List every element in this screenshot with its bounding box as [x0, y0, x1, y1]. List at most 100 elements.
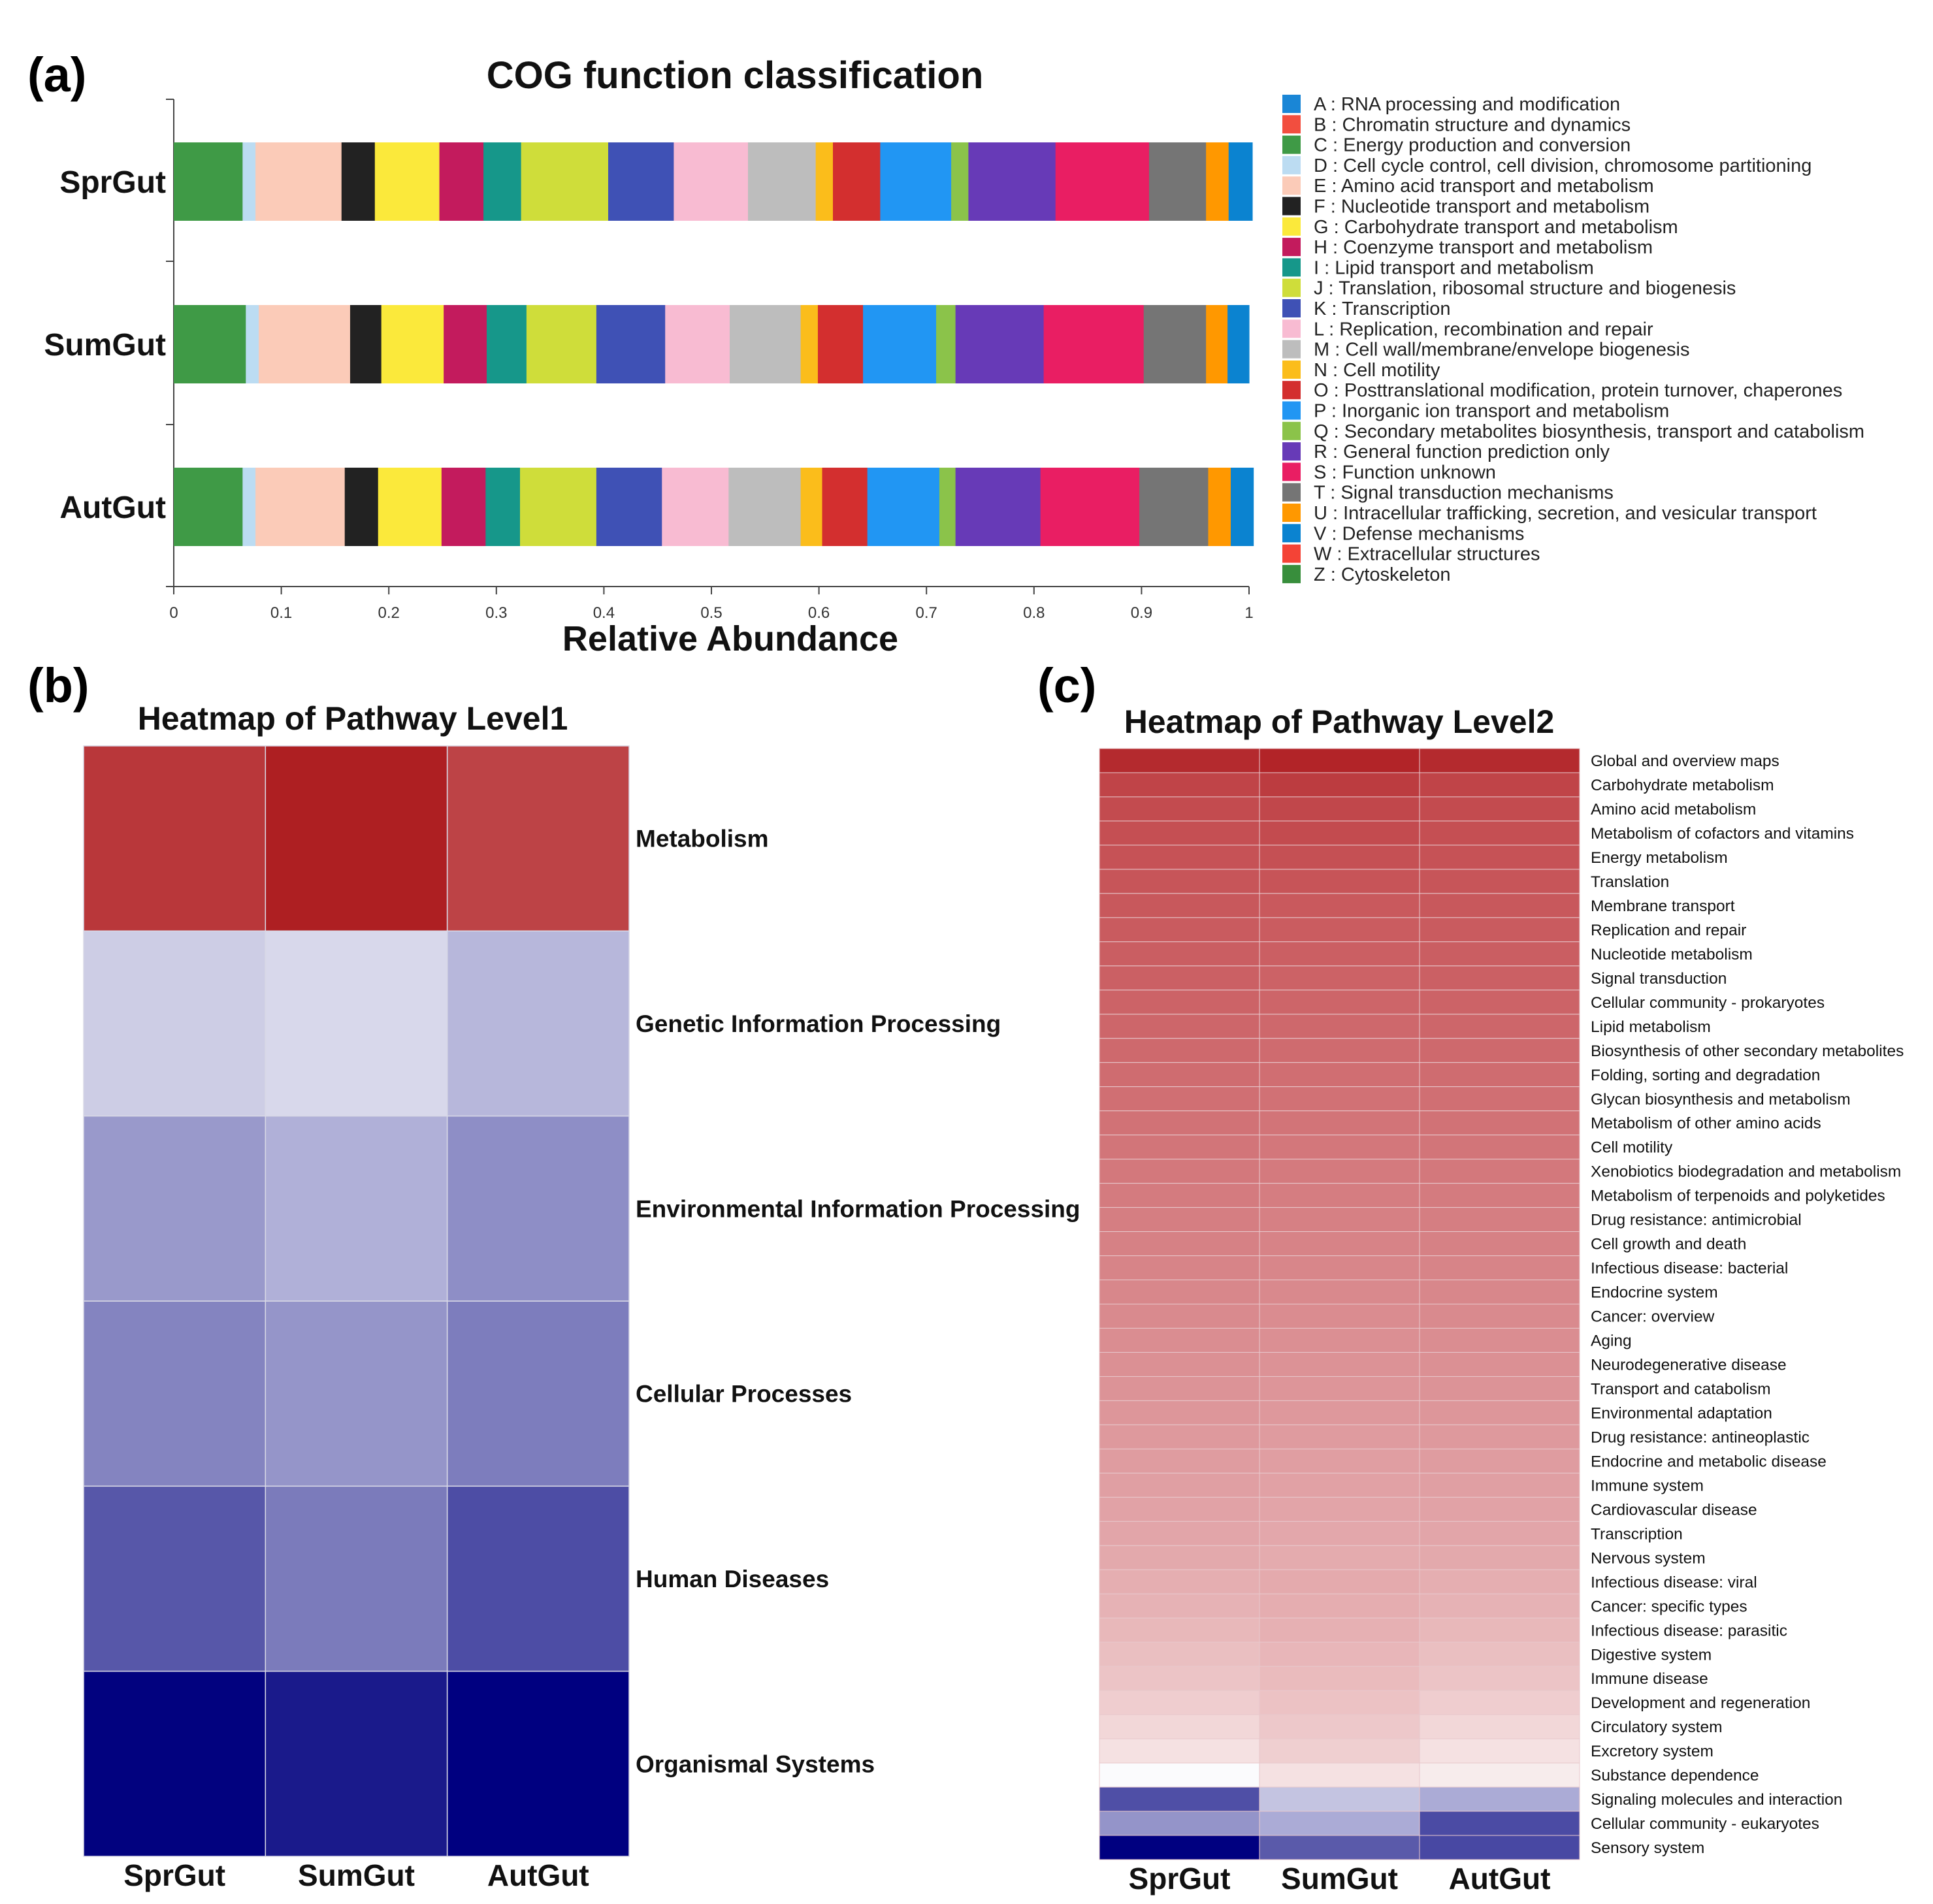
hm2-row-label: Signaling molecules and interaction — [1591, 1791, 1842, 1809]
hm2-cell — [1419, 1424, 1580, 1449]
cog-legend-label: L : Replication, recombination and repai… — [1314, 319, 1653, 340]
hm2-cell — [1099, 1762, 1260, 1788]
cog-legend-label: G : Carbohydrate transport and metabolis… — [1314, 217, 1678, 238]
hm2-cell — [1259, 893, 1420, 918]
hm2-row-label: Development and regeneration — [1591, 1694, 1810, 1712]
cog-bar-segment-f — [349, 305, 382, 383]
hm2-cell — [1099, 1376, 1260, 1401]
hm2-cell — [1419, 1086, 1580, 1112]
hm2-row-label: Environmental adaptation — [1591, 1404, 1772, 1422]
hm2-cell — [1099, 845, 1260, 870]
cog-legend-swatch — [1282, 217, 1301, 236]
hm2-cell — [1419, 1351, 1580, 1377]
hm2-cell — [1419, 820, 1580, 846]
hm1-cell — [265, 930, 448, 1117]
cog-legend-description: Transcription — [1342, 299, 1451, 319]
hm2-cell — [1259, 1159, 1420, 1184]
cog-legend-separator: : — [1329, 217, 1344, 238]
hm1-cell — [83, 1115, 267, 1302]
cog-bar-segment-c — [174, 468, 243, 546]
hm2-cell — [1259, 1183, 1420, 1208]
hm2-cell — [1259, 1038, 1420, 1063]
hm1-cell — [265, 745, 448, 932]
hm2-cell — [1099, 1014, 1260, 1039]
cog-legend-label: J : Translation, ribosomal structure and… — [1314, 278, 1736, 299]
hm2-row-label: Cardiovascular disease — [1591, 1501, 1757, 1519]
hm2-row-label: Immune system — [1591, 1477, 1704, 1494]
cog-legend-separator: : — [1326, 401, 1342, 422]
cog-legend-separator: : — [1326, 176, 1341, 197]
cog-legend-label: E : Amino acid transport and metabolism — [1314, 176, 1654, 197]
hm2-cell — [1099, 1207, 1260, 1233]
cog-bar-segment-p — [880, 142, 952, 221]
cog-legend-label: P : Inorganic ion transport and metaboli… — [1314, 401, 1669, 422]
cog-legend-label: K : Transcription — [1314, 299, 1451, 319]
hm1-row-label: Genetic Information Processing — [636, 1010, 1001, 1037]
cog-legend-label: O : Posttranslational modification, prot… — [1314, 380, 1842, 401]
cog-category-label: SprGut — [59, 165, 166, 200]
hm2-cell — [1419, 796, 1580, 822]
cog-bar-segment-d — [242, 468, 256, 546]
cog-legend-separator: : — [1319, 257, 1335, 278]
cog-legend-swatch — [1282, 504, 1301, 522]
cog-bar-segment-h — [444, 305, 487, 383]
hm2-row-label: Infectious disease: bacterial — [1591, 1260, 1788, 1278]
hm2-cell — [1419, 1135, 1580, 1160]
cog-bar-segment-o — [817, 305, 864, 383]
cog-bar-segment-q — [951, 142, 969, 221]
cog-bar-segment-v — [1227, 305, 1250, 383]
hm2-row-label: Substance dependence — [1591, 1767, 1759, 1784]
hm1-column-label: AutGut — [487, 1858, 589, 1892]
hm2-cell — [1259, 1472, 1420, 1498]
hm2-cell — [1099, 1062, 1260, 1088]
cog-legend-description: Energy production and conversion — [1343, 135, 1631, 156]
hm2-cell — [1259, 1617, 1420, 1643]
cog-legend-label: B : Chromatin structure and dynamics — [1314, 114, 1631, 135]
cog-legend-description: Lipid transport and metabolism — [1335, 257, 1594, 278]
hm2-cell — [1259, 1690, 1420, 1715]
hm2-cell — [1419, 1327, 1580, 1353]
cog-bar-segment-l — [662, 468, 729, 546]
hm2-cell — [1259, 1400, 1420, 1425]
cog-x-tick-label: 0.5 — [700, 604, 722, 622]
cog-category-label: AutGut — [59, 491, 166, 525]
cog-legend-description: Nucleotide transport and metabolism — [1341, 197, 1649, 218]
hm2-cell — [1259, 1835, 1420, 1860]
hm2-cell — [1099, 941, 1260, 967]
hm2-cell — [1419, 1811, 1580, 1836]
cog-legend-separator: : — [1329, 380, 1344, 401]
hm2-cell — [1099, 772, 1260, 798]
cog-legend-separator: : — [1325, 197, 1341, 218]
hm1-cell — [446, 1300, 630, 1487]
cog-x-tick-label: 0.4 — [593, 604, 615, 622]
hm2-row-label: Cellular community - prokaryotes — [1591, 994, 1825, 1012]
cog-legend-separator: : — [1327, 360, 1343, 381]
cog-legend-label: T : Signal transduction mechanisms — [1314, 483, 1614, 504]
cog-legend-swatch — [1282, 176, 1301, 195]
hm2-row-label: Drug resistance: antimicrobial — [1591, 1212, 1802, 1229]
cog-bar-segment-l — [674, 142, 749, 221]
cog-bar-segment-s — [1055, 142, 1150, 221]
hm2-title: Heatmap of Pathway Level2 — [1124, 703, 1555, 740]
hm2-cell — [1099, 1086, 1260, 1112]
cog-legend-swatch — [1282, 401, 1301, 420]
cog-bar-segment-r — [955, 305, 1045, 383]
hm2-row-label: Replication and repair — [1591, 922, 1746, 939]
hm1-cell — [83, 1670, 267, 1857]
cog-bar-segment-h — [439, 142, 484, 221]
hm2-cell — [1099, 1714, 1260, 1739]
hm2-row-label: Metabolism of other amino acids — [1591, 1115, 1821, 1133]
cog-legend-letter: N — [1314, 360, 1327, 381]
hm2-cell — [1099, 820, 1260, 846]
cog-legend-swatch — [1282, 544, 1301, 563]
hm2-cell — [1419, 1472, 1580, 1498]
cog-bar-segment-o — [832, 142, 881, 221]
hm2-cell — [1099, 1255, 1260, 1281]
cog-legend-letter: U — [1314, 503, 1327, 524]
hm2-row-label: Endocrine system — [1591, 1284, 1718, 1302]
cog-legend-separator: : — [1326, 114, 1342, 135]
